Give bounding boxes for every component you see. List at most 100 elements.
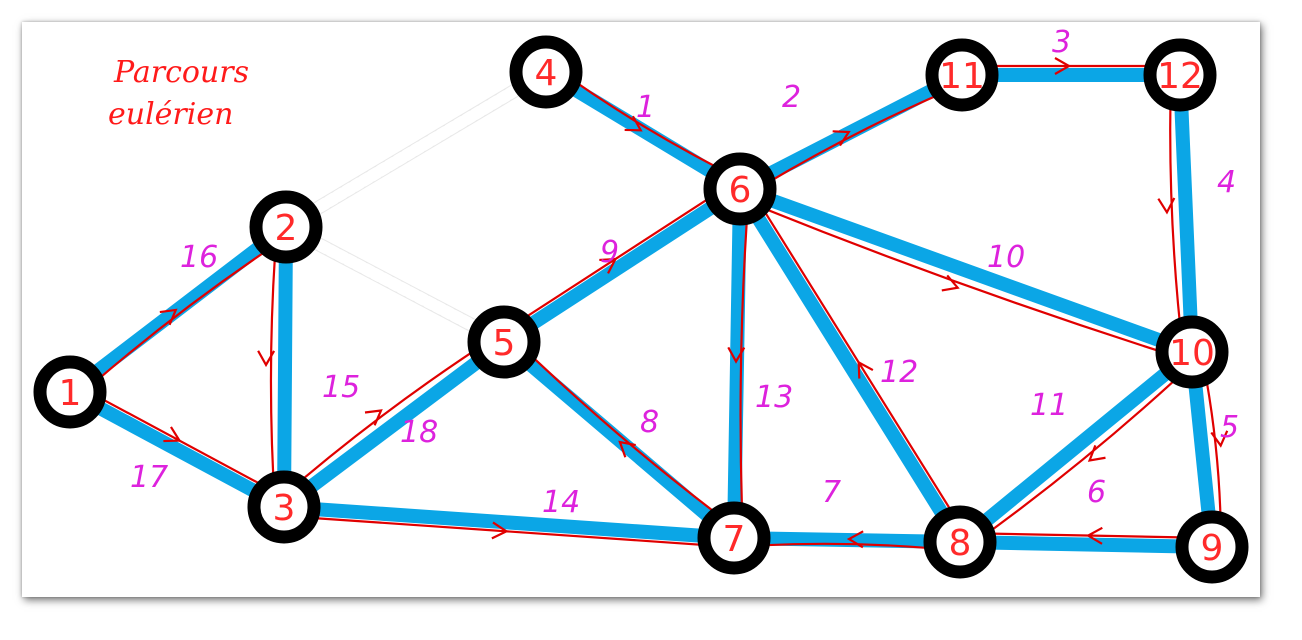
node-ring-8 — [923, 505, 997, 579]
path-segment-8 — [509, 334, 741, 533]
order-label-16: 16 — [180, 240, 218, 275]
node-6: 6 — [703, 152, 777, 226]
edge-8-7 — [727, 531, 967, 549]
path-arrow-16 — [159, 308, 178, 326]
path-arrow-11 — [1087, 444, 1106, 462]
node-ring-9 — [1175, 510, 1249, 584]
order-label-9: 9 — [600, 235, 619, 270]
path-segment-10 — [736, 196, 1190, 362]
node-1: 1 — [33, 355, 107, 429]
order-label-8: 8 — [640, 405, 659, 440]
node-ring-6 — [703, 152, 777, 226]
order-label-2: 2 — [782, 80, 801, 115]
node-ring-7 — [697, 501, 771, 575]
edge-8-6 — [733, 182, 967, 549]
node-label-4: 4 — [535, 53, 558, 94]
path-arrow-13 — [727, 346, 746, 364]
edge-12-10 — [1173, 68, 1199, 359]
order-label-6: 6 — [1087, 475, 1106, 510]
node-ring-1 — [33, 355, 107, 429]
node-ring-11 — [925, 38, 999, 112]
order-label-12: 12 — [880, 355, 918, 390]
path-arrow-3 — [1054, 57, 1072, 75]
node-8: 8 — [923, 505, 997, 579]
node-ring-10 — [1155, 315, 1229, 389]
path-arrow-5 — [1210, 430, 1229, 448]
path-segment-15 — [269, 226, 279, 508]
node-10: 10 — [1155, 315, 1229, 389]
path-segment-18 — [277, 333, 500, 501]
path-arrow-6 — [1085, 526, 1103, 545]
node-label-10: 10 — [1169, 333, 1215, 374]
edge-1-2 — [63, 220, 293, 399]
path-arrow-7 — [846, 530, 864, 549]
title-line-1: Parcours — [113, 55, 249, 90]
title: Parcours eulérien — [108, 55, 249, 132]
erased-edge-scribble-2-4 — [280, 66, 552, 233]
order-label-17: 17 — [130, 460, 168, 495]
node-3: 3 — [247, 470, 321, 544]
path-arrow-4 — [1157, 197, 1176, 215]
node-ring-12 — [1143, 38, 1217, 112]
node-ring-3 — [247, 470, 321, 544]
path-arrow-14 — [491, 521, 509, 540]
edge-10-8 — [953, 345, 1199, 549]
node-label-6: 6 — [729, 170, 752, 211]
node-label-2: 2 — [275, 208, 298, 249]
order-label-4: 4 — [1217, 165, 1236, 200]
node-label-8: 8 — [949, 523, 972, 564]
path-segment-13 — [739, 189, 751, 539]
order-label-14: 14 — [542, 485, 580, 520]
node-label-9: 9 — [1201, 528, 1224, 569]
order-label-13: 13 — [755, 380, 793, 415]
edge-5-6 — [497, 182, 747, 349]
edge-7-5 — [497, 335, 741, 545]
node-label-11: 11 — [939, 56, 985, 97]
path-arrow-1 — [624, 115, 643, 132]
path-segment-11 — [965, 358, 1199, 550]
title-line-2: eulérien — [108, 97, 233, 132]
erased-edges — [279, 65, 553, 349]
path-arrow-17 — [163, 426, 182, 443]
edge-3-7 — [277, 500, 741, 545]
order-label-18: 18 — [400, 415, 438, 450]
node-label-3: 3 — [273, 488, 296, 529]
path-arrow-10 — [941, 274, 960, 292]
edge-3-5 — [277, 335, 511, 514]
node-12: 12 — [1143, 38, 1217, 112]
node-ring-5 — [467, 305, 541, 379]
path-arrow-8 — [618, 440, 636, 458]
path-arrow-2 — [832, 130, 851, 147]
order-label-11: 11 — [1030, 388, 1068, 423]
node-7: 7 — [697, 501, 771, 575]
node-ring-2 — [249, 190, 323, 264]
order-label-1: 1 — [636, 90, 655, 125]
node-2: 2 — [249, 190, 323, 264]
node-label-7: 7 — [723, 519, 746, 560]
order-label-10: 10 — [987, 240, 1025, 275]
order-label-3: 3 — [1052, 25, 1071, 60]
path-segment-2 — [743, 81, 967, 198]
path-arrow-9 — [599, 257, 618, 274]
path-arrow-15 — [257, 350, 276, 368]
node-label-5: 5 — [493, 323, 516, 364]
path-arrow-18 — [364, 409, 383, 426]
node-ring-4 — [509, 35, 583, 109]
order-label-15: 15 — [322, 370, 360, 405]
erased-edge-scribble-2-5 — [280, 221, 510, 348]
path-segment-4 — [1169, 75, 1185, 353]
edge-6-10 — [733, 182, 1199, 359]
path-arrow-12 — [857, 360, 874, 379]
node-label-12: 12 — [1157, 56, 1203, 97]
node-4: 4 — [509, 35, 583, 109]
node-9: 9 — [1175, 510, 1249, 584]
edge-6-11 — [733, 68, 969, 196]
graph-edges — [63, 65, 1219, 554]
node-label-1: 1 — [59, 373, 82, 414]
edge-1-3 — [63, 385, 291, 514]
edge-9-8 — [953, 535, 1219, 554]
edge-2-3 — [277, 220, 293, 514]
